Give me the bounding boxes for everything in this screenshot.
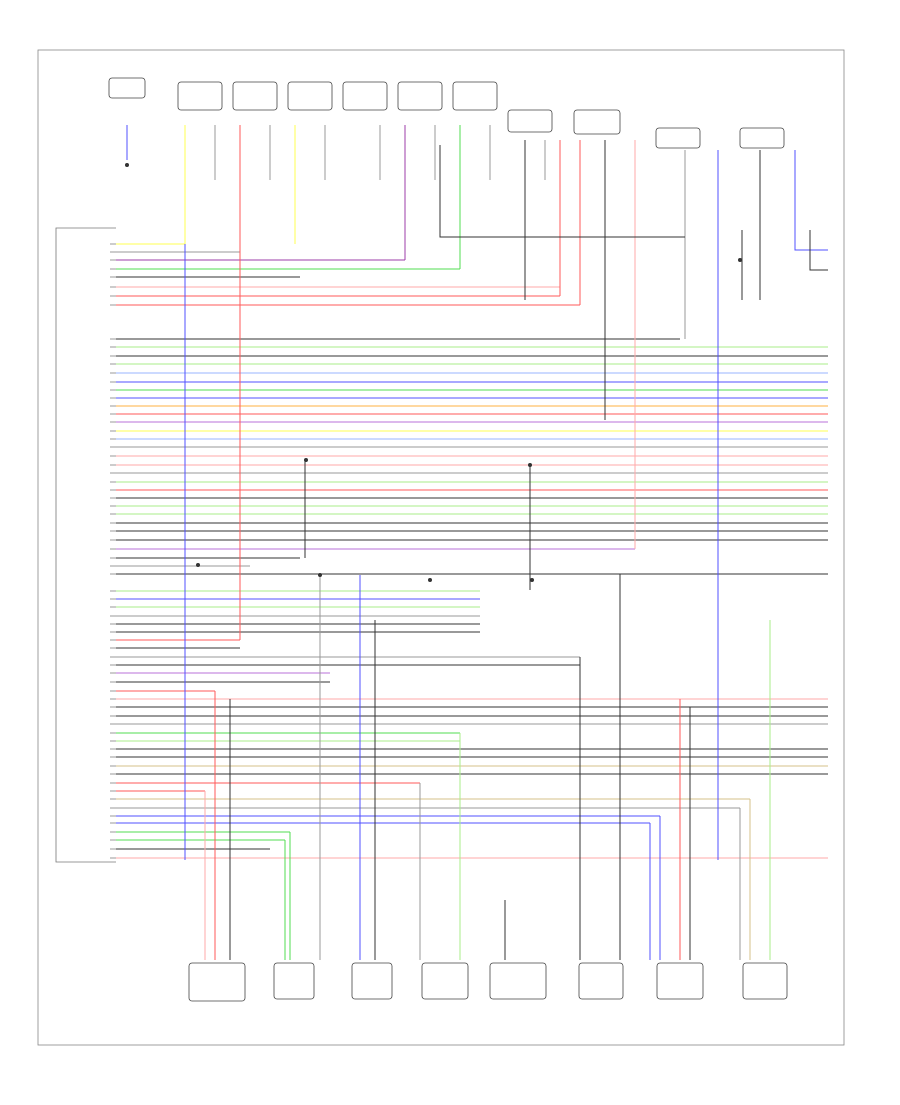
splice-dot-8 [125, 163, 129, 167]
bottom-component-body [742, 962, 788, 1000]
top-component-body [507, 109, 553, 133]
top-component-t9 [573, 109, 621, 135]
bottom-component-b3 [351, 962, 393, 1000]
bottom-component-b6 [578, 962, 624, 1000]
top-component-body [287, 81, 333, 111]
bottom-component-body [578, 962, 624, 1000]
top-component-t4 [287, 81, 333, 111]
top-component-t2 [177, 81, 223, 111]
top-component-body [108, 77, 146, 99]
bottom-component-b1 [188, 962, 246, 1002]
wire-group [110, 125, 828, 960]
bottom-component-b2 [273, 962, 315, 1000]
top-component-t6 [397, 81, 443, 111]
top-drop-wire-16 [809, 230, 828, 271]
top-component-body [177, 81, 223, 111]
top-component-t3 [232, 81, 278, 111]
bottom-component-b5 [489, 962, 547, 1000]
splice-dot-7 [738, 258, 742, 262]
bottom-component-body [656, 962, 704, 1000]
top-component-body [342, 81, 388, 111]
bottom-component-group [188, 962, 788, 1002]
top-component-body [573, 109, 621, 135]
bottom-component-body [489, 962, 547, 1000]
bottom-component-b8 [742, 962, 788, 1000]
top-component-t8 [507, 109, 553, 133]
splice-dot-5 [428, 578, 432, 582]
bottom-component-body [351, 962, 393, 1000]
top-component-group [108, 77, 785, 149]
ecm-outline [55, 227, 116, 863]
page-frame [37, 49, 845, 1046]
bottom-component-b7 [656, 962, 704, 1000]
bottom-component-b4 [421, 962, 469, 1000]
top-drop-wire-19 [439, 145, 685, 238]
splice-dot-2 [528, 463, 532, 467]
top-component-body [452, 81, 498, 111]
top-component-body [232, 81, 278, 111]
splice-dot-6 [530, 578, 534, 582]
top-component-t5 [342, 81, 388, 111]
top-component-body [397, 81, 443, 111]
top-component-body [739, 127, 785, 149]
splice-dot-4 [318, 573, 322, 577]
splice-dot-3 [196, 563, 200, 567]
top-component-t7 [452, 81, 498, 111]
top-component-body [655, 127, 701, 149]
top-drop-wire-15 [794, 150, 828, 251]
bottom-component-body [421, 962, 469, 1000]
bottom-component-body [188, 962, 246, 1002]
splice-dot-1 [304, 458, 308, 462]
top-component-t10 [655, 127, 701, 149]
top-component-t1 [108, 77, 146, 99]
bottom-component-body [273, 962, 315, 1000]
top-component-t11 [739, 127, 785, 149]
